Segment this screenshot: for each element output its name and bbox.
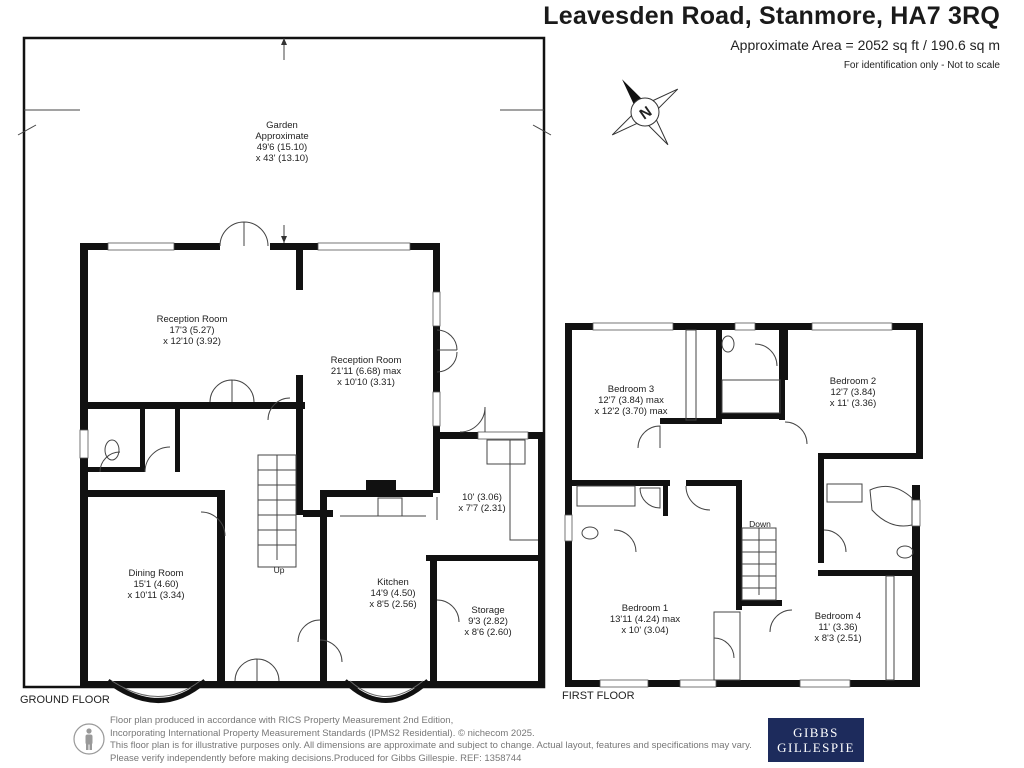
garden-name: Garden <box>266 120 298 131</box>
footer-line: This floor plan is for illustrative purp… <box>110 740 752 751</box>
room-dim2: x 10' (3.04) <box>621 625 668 636</box>
room-dim1: 21'11 (6.68) max <box>331 366 402 377</box>
footer-line: Floor plan produced in accordance with R… <box>110 715 454 726</box>
room-name: Bedroom 4 <box>815 611 861 622</box>
room-name: Kitchen <box>377 577 409 588</box>
room-dim1: 9'3 (2.82) <box>468 616 508 627</box>
room-dim2: x 10'11 (3.34) <box>127 590 184 601</box>
room-dim2: x 12'10 (3.92) <box>163 336 221 347</box>
room-dim2: x 10'10 (3.31) <box>337 377 395 388</box>
approximate-area: Approximate Area = 2052 sq ft / 190.6 sq… <box>730 37 1000 53</box>
room-name: Bedroom 2 <box>830 376 876 387</box>
room-dim2: x 12'2 (3.70) max <box>594 406 667 417</box>
room-name: Bedroom 1 <box>622 603 668 614</box>
room-dim1: 10' (3.06) <box>462 492 502 503</box>
room-name: Dining Room <box>129 568 184 579</box>
room-dim2: x 8'3 (2.51) <box>814 633 861 644</box>
garden-dim1: 49'6 (15.10) <box>257 142 307 153</box>
garden-dim2: x 43' (13.10) <box>256 153 309 164</box>
first-floor-label: FIRST FLOOR <box>562 690 635 702</box>
stairs-up-label: Up <box>274 565 285 575</box>
footer-line: Incorporating International Property Mea… <box>110 727 535 739</box>
room-dim2: x 8'5 (2.56) <box>369 599 416 610</box>
person-scale-icon <box>73 723 105 755</box>
logo-line: GIBBS <box>793 725 839 740</box>
compass-rose-icon: N <box>611 79 679 146</box>
footer-line: Please verify independently before makin… <box>110 752 522 764</box>
room-name: Reception Room <box>331 355 402 366</box>
room-name: Reception Room <box>157 314 228 325</box>
room-dim1: 13'11 (4.24) max <box>610 614 681 625</box>
property-address-title: Leavesden Road, Stanmore, HA7 3RQ <box>543 2 1000 30</box>
room-dim1: 17'3 (5.27) <box>169 325 214 336</box>
ground-floor-label: GROUND FLOOR <box>20 694 110 706</box>
garden-sub: Approximate <box>255 131 308 142</box>
identification-note: For identification only - Not to scale <box>843 60 1000 71</box>
room-dim2: x 8'6 (2.60) <box>464 627 511 638</box>
room-dim2: x 7'7 (2.31) <box>458 503 505 514</box>
room-name: Storage <box>471 605 504 616</box>
logo-line: GILLESPIE <box>777 740 855 755</box>
room-dim1: 14'9 (4.50) <box>370 588 415 599</box>
room-dim1: 12'7 (3.84) max <box>598 395 664 406</box>
footer-disclaimer: Floor plan produced in accordance with R… <box>110 715 770 765</box>
room-dim1: 15'1 (4.60) <box>133 579 178 590</box>
room-name: Bedroom 3 <box>608 384 654 395</box>
stairs-down-label: Down <box>749 519 771 529</box>
first-floor-plan: Bedroom 3 12'7 (3.84) max x 12'2 (3.70) … <box>564 322 923 688</box>
agency-logo: GIBBS GILLESPIE <box>768 718 864 762</box>
ground-floor-plan: Garden Approximate 49'6 (15.10) x 43' (1… <box>17 36 552 703</box>
room-dim1: 12'7 (3.84) <box>830 387 875 398</box>
room-dim2: x 11' (3.36) <box>830 398 877 409</box>
room-dim1: 11' (3.36) <box>818 622 857 633</box>
